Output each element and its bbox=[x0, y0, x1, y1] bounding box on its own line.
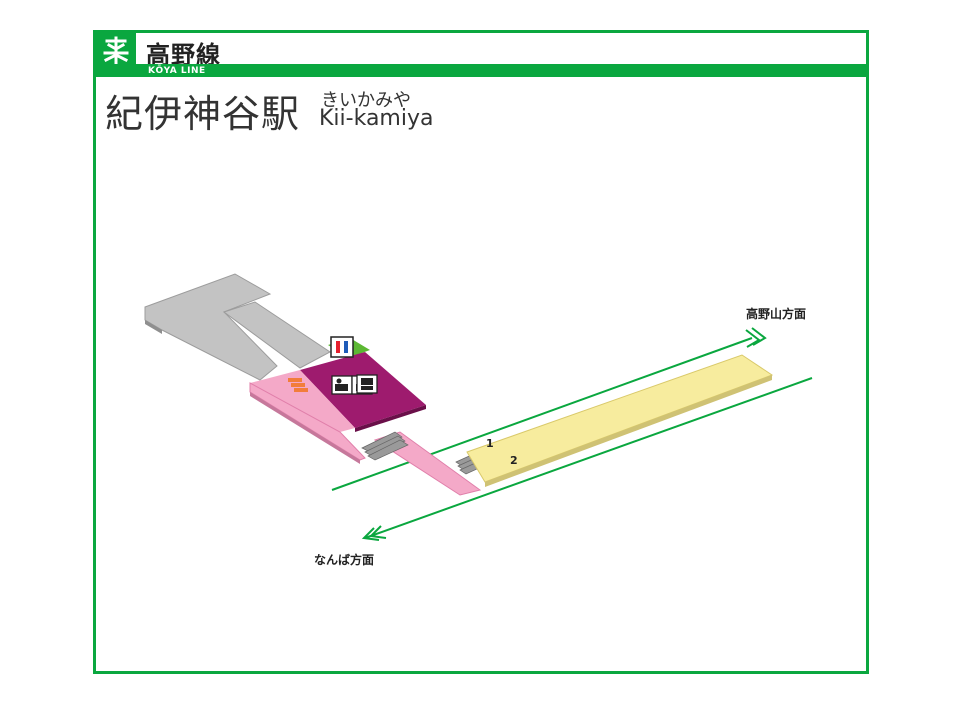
track-number-2: 2 bbox=[510, 454, 518, 467]
passage-lower bbox=[249, 382, 366, 461]
concourse-side bbox=[145, 320, 162, 334]
arrow-down-icon bbox=[361, 525, 387, 541]
concourse-corridor bbox=[222, 301, 331, 369]
station-kana: きいかみや bbox=[321, 90, 411, 111]
direction-label-koyasan: 高野山方面 bbox=[746, 307, 807, 321]
koya-tree-icon bbox=[103, 36, 129, 65]
stairs-icon bbox=[361, 431, 409, 461]
platform-side bbox=[485, 375, 772, 487]
passage-area bbox=[250, 370, 355, 432]
line-title-en: KŌYA LINE bbox=[148, 66, 206, 76]
ticket-gate-icon bbox=[288, 378, 308, 392]
arrow-up-icon bbox=[745, 327, 767, 348]
station-name: 紀伊神谷駅 bbox=[105, 92, 301, 136]
direction-label-namba: なんば方面 bbox=[314, 553, 375, 567]
track-line-2 bbox=[364, 377, 813, 539]
passage-edge bbox=[250, 392, 360, 464]
ticket-machine-icon bbox=[356, 374, 378, 394]
track-line-1 bbox=[331, 337, 753, 491]
ticket-area-side bbox=[355, 405, 426, 432]
station-name-en: Kii-kamiya bbox=[319, 106, 434, 131]
line-color-bar bbox=[96, 64, 866, 77]
staff-icon bbox=[331, 375, 353, 395]
restroom-icon bbox=[330, 336, 354, 358]
track-number-1: 1 bbox=[486, 437, 494, 450]
line-header: 高野線 KŌYA LINE bbox=[93, 30, 869, 80]
